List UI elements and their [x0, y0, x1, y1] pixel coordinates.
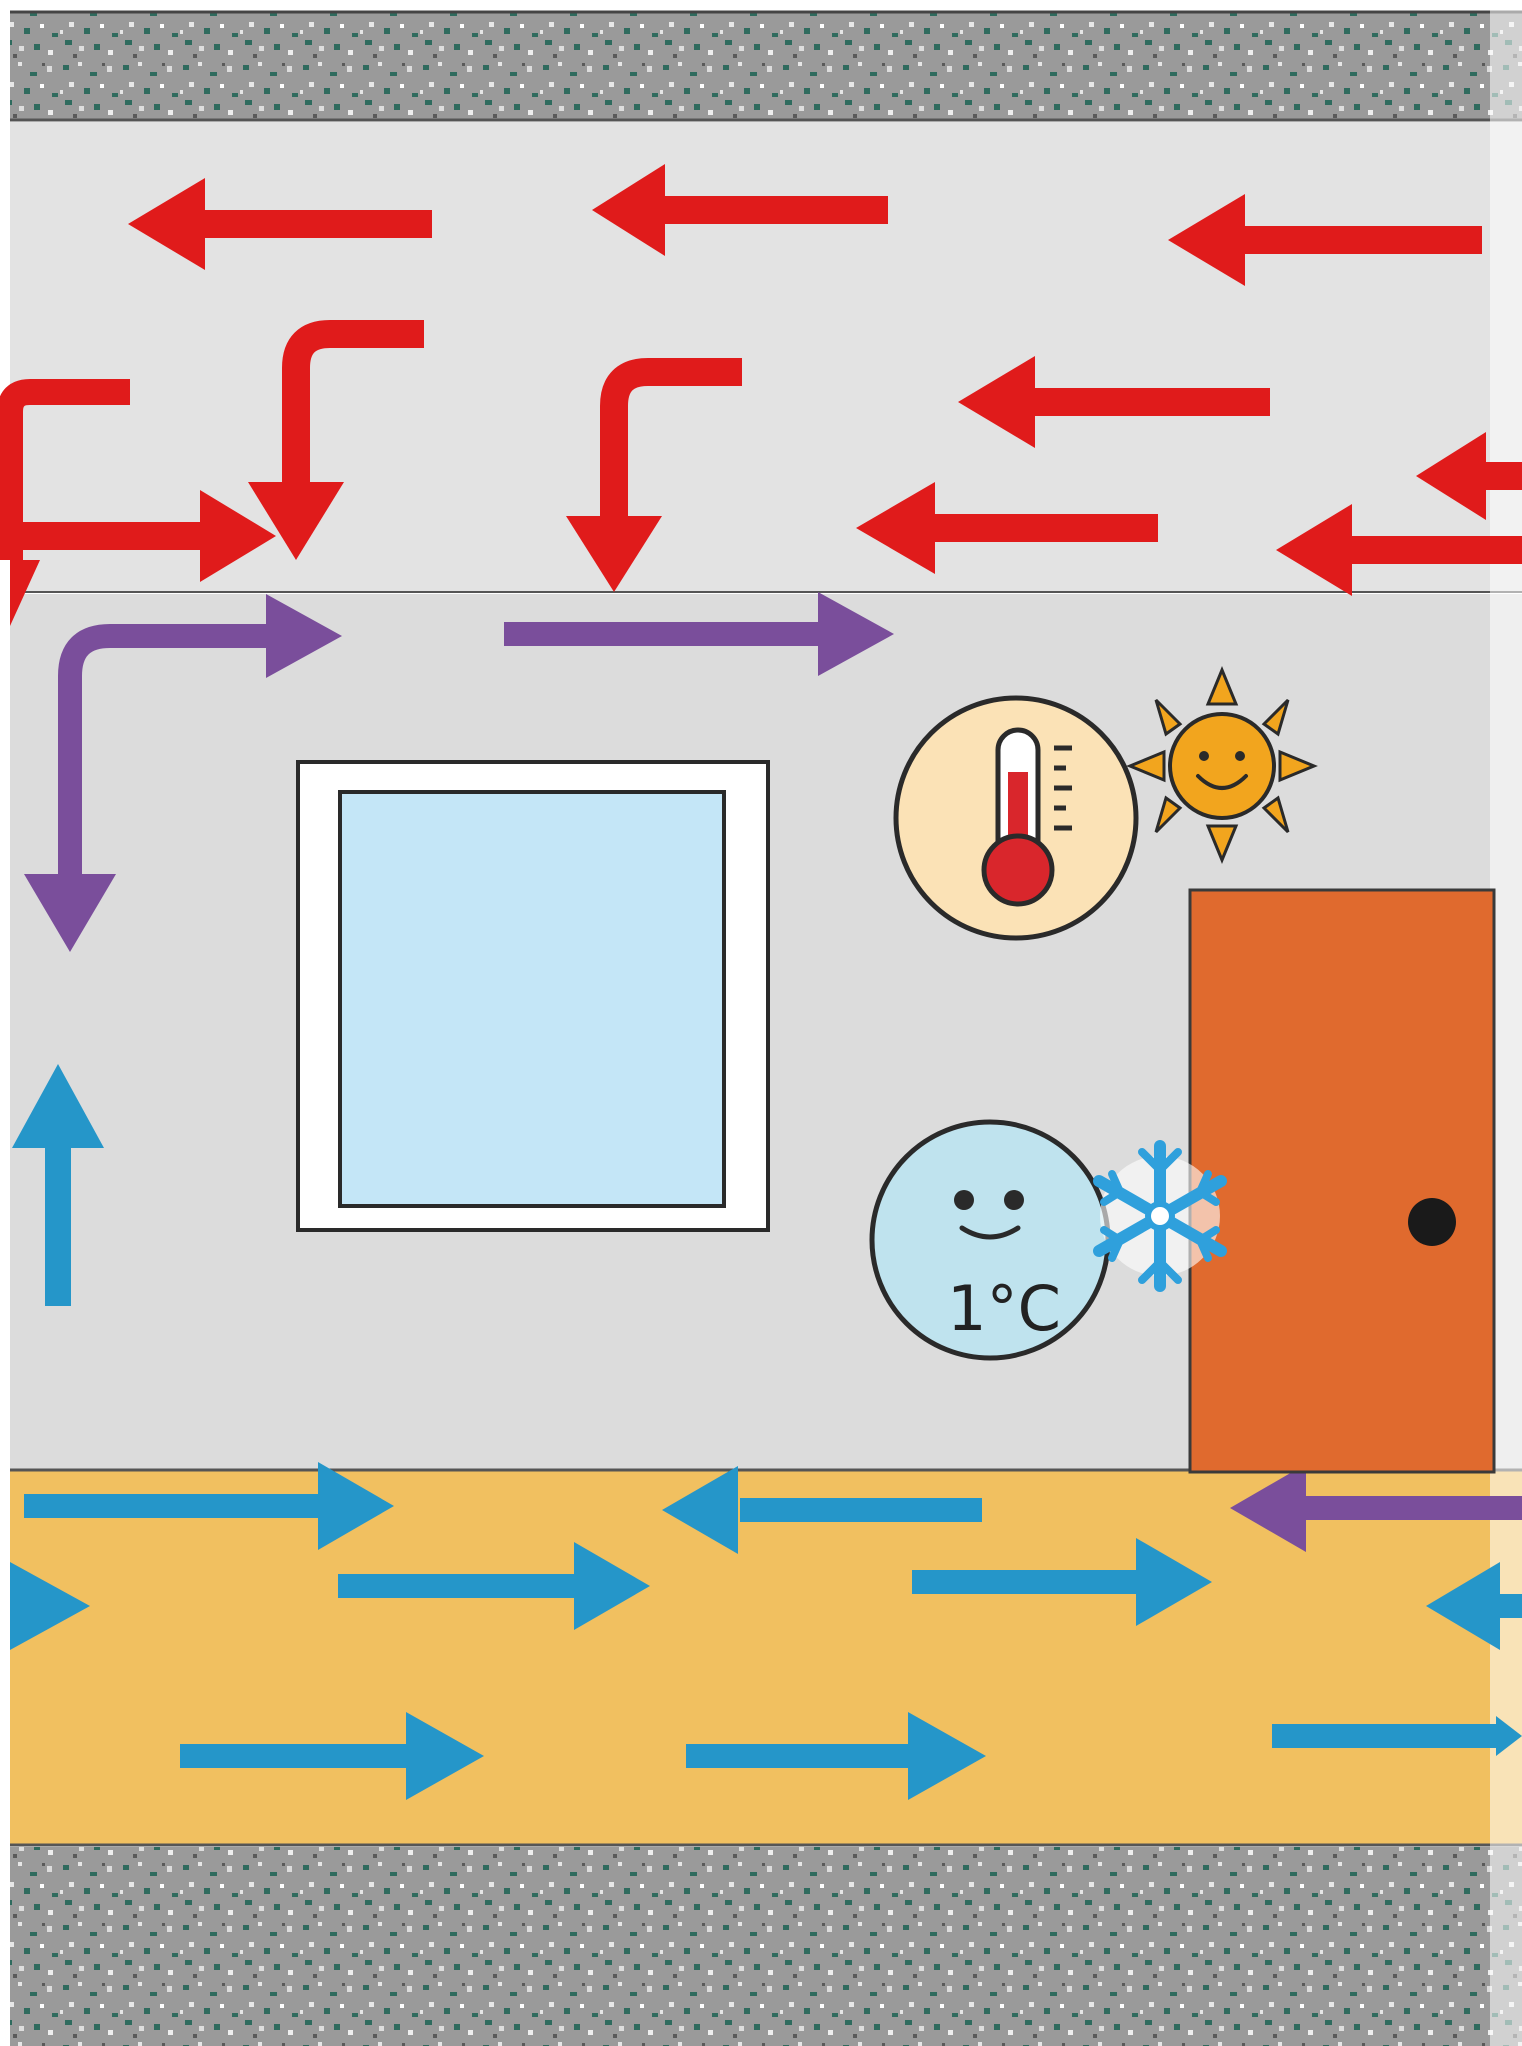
warm-arrow: [1168, 194, 1482, 286]
warm-arrow: [128, 178, 432, 270]
cold-air-arrows: [10, 1064, 1522, 1800]
mixed-bend-arrow: [24, 594, 342, 952]
mixed-arrow: [504, 592, 894, 676]
cold-face-icon: [954, 1190, 1024, 1240]
cold-arrow: [10, 1562, 90, 1650]
door-icon: [1188, 888, 1496, 1474]
mixed-air-arrows: [24, 592, 1522, 1552]
cold-up-arrow: [12, 1064, 104, 1306]
cold-arrow: [338, 1542, 650, 1630]
floor-zone: [10, 1470, 1522, 1845]
warm-air-arrows: [0, 164, 1522, 626]
warm-bend-arrow: [566, 358, 742, 592]
cold-arrow: [686, 1712, 986, 1800]
warm-arrow: [1416, 432, 1522, 520]
warm-arrow: [1276, 504, 1522, 596]
door-knob: [1408, 1198, 1456, 1246]
warm-bend-arrow: [248, 320, 424, 560]
mixed-arrow: [1230, 1464, 1522, 1552]
snowflake-icon: [1093, 1140, 1227, 1292]
cold-arrow: [24, 1462, 394, 1550]
cold-temperature-label: 1°C: [947, 1272, 1061, 1345]
cold-arrow: [1272, 1716, 1522, 1756]
cold-arrow: [180, 1712, 484, 1800]
cold-arrow: [662, 1466, 982, 1554]
warm-arrow: [10, 490, 276, 582]
warm-arrow: [856, 482, 1158, 574]
warm-bend-arrow: [0, 379, 130, 560]
cold-arrow: [1426, 1562, 1522, 1650]
thermometer-icon: [981, 727, 1072, 907]
cold-badge: 1°C: [869, 1119, 1111, 1361]
warm-arrow: [10, 560, 40, 626]
bottom-concrete-slab: [10, 1847, 1522, 2046]
sun-icon: [1126, 666, 1318, 864]
top-concrete-slab: [10, 12, 1522, 120]
warm-arrow: [958, 356, 1270, 448]
window-icon: [296, 760, 770, 1232]
thermometer-badge: [893, 695, 1139, 941]
cold-arrow: [912, 1538, 1212, 1626]
warm-arrow: [592, 164, 888, 256]
